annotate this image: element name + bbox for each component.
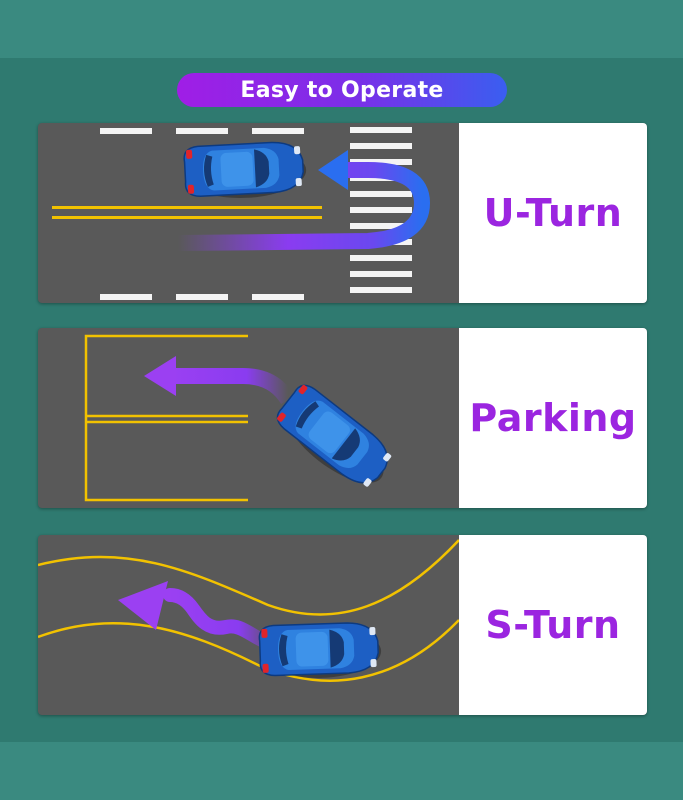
bottom-band xyxy=(0,742,683,800)
u-turn-road-illustration xyxy=(52,127,431,300)
u-turn-card: U-Turn xyxy=(38,123,647,303)
parking-label-box: Parking xyxy=(459,328,647,508)
parking-label: Parking xyxy=(469,396,637,440)
s-turn-label-box: S-Turn xyxy=(459,535,647,715)
car-icon xyxy=(258,621,383,681)
car-icon xyxy=(182,139,309,202)
crosswalk xyxy=(350,127,412,293)
s-turn-label: S-Turn xyxy=(485,603,621,647)
car-icon xyxy=(269,379,400,499)
left-turn-arrow-icon xyxy=(170,368,295,405)
parking-card: Parking xyxy=(38,328,647,508)
s-curve-lane-lines xyxy=(38,539,459,682)
s-turn-road-illustration xyxy=(38,539,459,682)
s-curve-arrow-icon xyxy=(163,588,283,652)
u-turn-label-box: U-Turn xyxy=(459,123,647,303)
parking-space-lines xyxy=(84,334,248,502)
top-band xyxy=(0,0,683,58)
u-turn-label: U-Turn xyxy=(483,191,623,235)
s-turn-card: S-Turn xyxy=(38,535,647,715)
parking-road-illustration xyxy=(84,334,400,502)
banner-title: Easy to Operate xyxy=(177,73,507,107)
u-turn-arrow-icon xyxy=(177,162,431,251)
